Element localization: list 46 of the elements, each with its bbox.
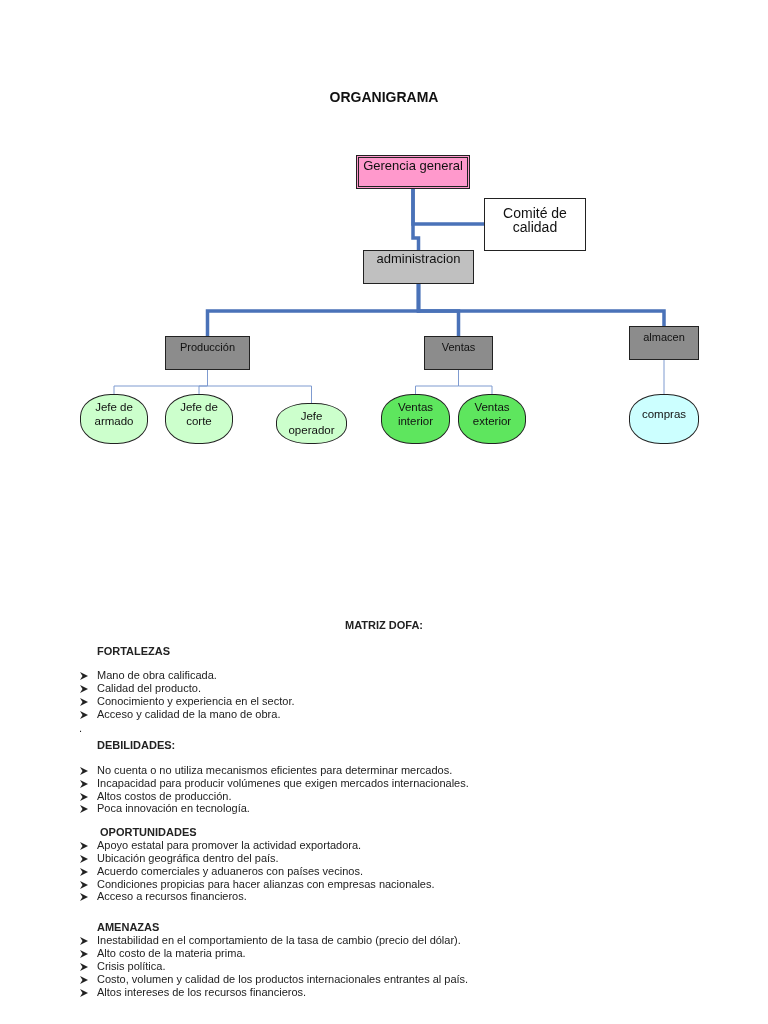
- list-item: Costo, volumen y calidad de los productos internacionales entrantes al país.: [97, 973, 469, 986]
- node-label: Ventas interior: [396, 400, 435, 429]
- list-item: Apoyo estatal para promover la actividad exportadora.: [97, 839, 362, 852]
- list-item: Poca innovación en tecnología.: [97, 802, 250, 815]
- connector-line: [663, 359, 665, 395]
- list-item: Mano de obra calificada.: [97, 669, 217, 682]
- list-item: No cuenta o no utiliza mecanismos eficientes para determinar mercados.: [97, 764, 453, 777]
- node-label: Producción: [179, 340, 235, 355]
- list-item: Altos costos de producción.: [97, 790, 232, 803]
- title: ORGANIGRAMA: [328, 89, 440, 105]
- list-item: Crisis política.: [97, 960, 166, 973]
- department-box: [629, 326, 699, 360]
- node-label: administracion: [376, 252, 461, 268]
- department-box: [424, 336, 493, 370]
- list-item: Condiciones propicias para hacer alianzas con empresas nacionales.: [97, 878, 435, 891]
- list-item: Incapacidad para producir volúmenes que exigen mercados internacionales.: [97, 777, 469, 790]
- node-label: Ventas: [441, 340, 476, 355]
- list-item: Ubicación geográfica dentro del país.: [97, 852, 279, 865]
- node-label: Gerencia general: [363, 159, 463, 175]
- node-label: Jefe operador: [287, 409, 336, 438]
- list-item: Conocimiento y experiencia en el sector.: [97, 695, 295, 708]
- node-label: compras: [641, 407, 687, 422]
- list-item: Acceso y calidad de la mano de obra.: [97, 708, 281, 721]
- node-label: Ventas exterior: [471, 400, 513, 429]
- section-heading: DEBILIDADES:: [97, 739, 176, 752]
- list-item: Acceso a recursos financieros.: [97, 890, 247, 903]
- department-box: [165, 336, 250, 370]
- section-heading: MATRIZ DOFA:: [344, 619, 424, 632]
- stray-mark: .: [79, 722, 83, 735]
- connector-line: [411, 189, 484, 226]
- node-label: Jefe de armado: [93, 400, 135, 429]
- section-heading: OPORTUNIDADES: [100, 826, 197, 839]
- section-heading: FORTALEZAS: [97, 645, 171, 658]
- list-item: Inestabilidad en el comportamiento de la tasa de cambio (precio del dólar).: [97, 934, 461, 947]
- list-item: Acuerdo comerciales y aduaneros con países vecinos.: [97, 865, 363, 878]
- connector-line: [416, 284, 666, 326]
- node-label: almacen: [643, 330, 685, 345]
- list-item: Altos intereses de los recursos financieros.: [97, 986, 307, 999]
- position-box: [484, 198, 586, 251]
- position-box: [356, 155, 470, 189]
- position-box: [363, 250, 474, 284]
- section-heading: AMENAZAS: [97, 921, 160, 934]
- list-item: Alto costo de la materia prima.: [97, 947, 246, 960]
- list-item: Calidad del producto.: [97, 682, 201, 695]
- node-label: Jefe de corte: [179, 400, 219, 429]
- node-label: Comité de calidad: [502, 206, 568, 237]
